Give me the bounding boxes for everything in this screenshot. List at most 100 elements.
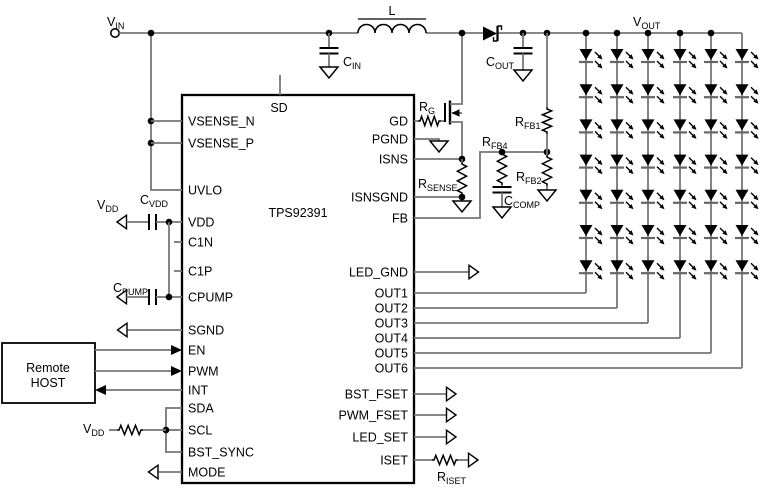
label-base: R [482, 135, 491, 149]
signal-arrow-icon [95, 385, 106, 395]
led-emission-arrow-icon [722, 204, 728, 210]
pullup-resistor [117, 423, 143, 437]
led-icon [704, 189, 718, 201]
label-sub: G [428, 106, 435, 116]
pin-label-c1n: C1N [188, 236, 213, 250]
led-icon [735, 189, 749, 201]
pin-label-bst_fset: BST_FSET [345, 388, 409, 402]
label-sub: IN [352, 61, 361, 71]
led-icon [735, 225, 749, 236]
led-emission-arrow-icon [691, 89, 697, 95]
led-emission-arrow-icon [722, 124, 728, 130]
led-icon [641, 119, 655, 131]
led-icon [735, 49, 749, 60]
label-base: V [83, 422, 92, 436]
pin-label-vsense_n: VSENSE_N [188, 115, 255, 129]
led-icon [735, 84, 749, 96]
led-icon [579, 189, 593, 201]
led-emission-arrow-icon [597, 230, 603, 236]
cout-label: COUT [486, 55, 515, 71]
led-icon [673, 119, 687, 131]
led-emission-arrow-icon [722, 265, 728, 271]
pin-label-out2: OUT2 [375, 302, 408, 316]
pin-label-vdd: VDD [188, 216, 214, 230]
led-icon [610, 119, 624, 131]
led-emission-arrow-icon [628, 168, 634, 175]
led-emission-arrow-icon [628, 204, 634, 210]
junction-dot [582, 29, 590, 37]
led-emission-arrow-icon [753, 195, 759, 201]
label-base: C [343, 55, 352, 69]
rsense-resistor [455, 162, 469, 195]
led-emission-arrow-icon [722, 274, 728, 280]
led-emission-arrow-icon [722, 239, 728, 245]
label-base: V [633, 15, 642, 29]
pin-label-cpump: CPUMP [188, 291, 233, 305]
pin-label-led_gnd: LED_GND [349, 266, 408, 280]
junction-dot [147, 29, 155, 37]
ground-icon [428, 140, 450, 154]
mosfet-arrow-icon [451, 109, 460, 117]
rfb4-label: RFB4 [482, 135, 508, 151]
label-base: C [140, 193, 149, 207]
pin-label-uvlo: UVLO [188, 184, 222, 198]
junction-dot [458, 193, 466, 201]
led-emission-arrow-icon [659, 133, 665, 139]
led-emission-arrow-icon [722, 230, 728, 236]
label-sub: DD [91, 428, 104, 438]
label-sub: COMP [513, 200, 540, 210]
led-emission-arrow-icon [597, 195, 603, 201]
output-port-arrow-icon [445, 385, 458, 403]
led-emission-arrow-icon [722, 89, 728, 95]
input-port-arrow-icon [116, 321, 128, 339]
led-icon [610, 225, 624, 236]
junction-dot [458, 29, 466, 37]
led-emission-arrow-icon [691, 54, 697, 60]
junction-dot [644, 29, 652, 37]
led-emission-arrow-icon [597, 239, 603, 245]
led-icon [579, 49, 593, 60]
led-emission-arrow-icon [722, 159, 728, 166]
led-icon [641, 225, 655, 236]
remote-host-label: HOST [31, 376, 66, 390]
led-emission-arrow-icon [753, 98, 759, 104]
pin-label-int: INT [188, 384, 209, 398]
led-icon [673, 84, 687, 96]
led-emission-arrow-icon [628, 124, 634, 130]
led-emission-arrow-icon [659, 124, 665, 130]
led-emission-arrow-icon [753, 239, 759, 245]
label-base: R [516, 170, 525, 184]
cin-label: CIN [343, 55, 361, 71]
junction-dot [165, 293, 173, 301]
led-emission-arrow-icon [659, 159, 665, 166]
led-emission-arrow-icon [597, 63, 603, 69]
led-emission-arrow-icon [722, 133, 728, 139]
label-sub: VDD [149, 199, 169, 209]
led-emission-arrow-icon [628, 239, 634, 245]
led-icon [704, 154, 718, 166]
led-emission-arrow-icon [753, 89, 759, 95]
pin-label-isnsgnd: ISNSGND [351, 191, 408, 205]
led-icon [641, 49, 655, 60]
label-base: R [418, 177, 427, 191]
led-emission-arrow-icon [659, 195, 665, 201]
input-port-arrow-icon [115, 213, 128, 231]
led-icon [704, 119, 718, 131]
ground-icon [536, 189, 558, 203]
label-sub: FB4 [491, 141, 508, 151]
label-base: C [486, 55, 495, 69]
pin-label-led_set: LED_SET [352, 431, 408, 445]
led-emission-arrow-icon [659, 230, 665, 236]
ccomp-label: CCOMP [504, 194, 540, 210]
led-emission-arrow-icon [753, 133, 759, 139]
schottky-hook [497, 25, 503, 30]
led-emission-arrow-icon [691, 265, 697, 271]
vdd-pullup-label: VDD [83, 422, 105, 438]
label-base: C [504, 194, 513, 208]
led-emission-arrow-icon [753, 204, 759, 210]
remote-host-box [1, 342, 96, 404]
rg-resistor [418, 114, 441, 128]
vout-label: VOUT [633, 15, 661, 31]
riset-resistor [432, 453, 458, 467]
led-icon [579, 119, 593, 131]
